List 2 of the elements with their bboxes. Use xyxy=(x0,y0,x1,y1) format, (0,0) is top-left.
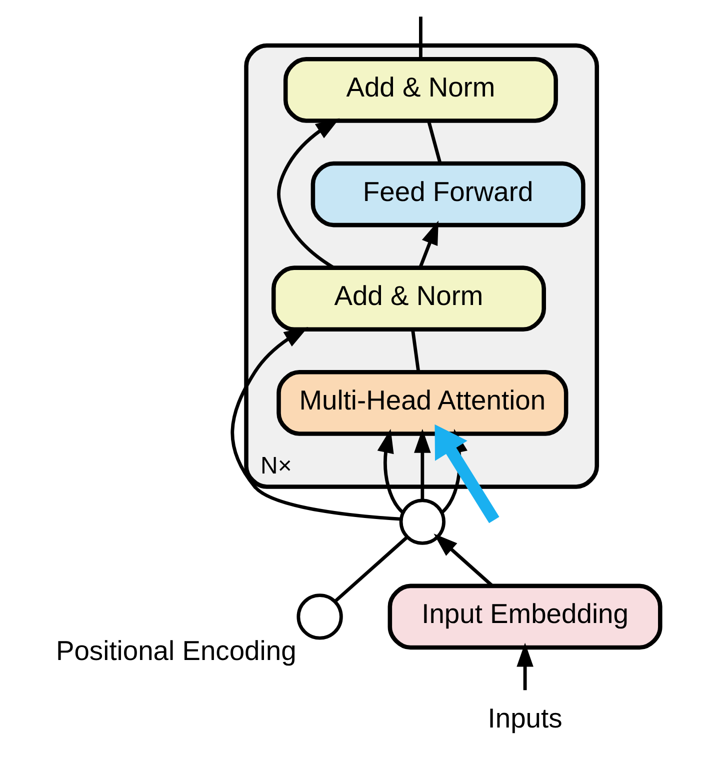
node-text: Inputs xyxy=(487,702,562,734)
node-label: Positional Encoding xyxy=(55,634,296,666)
